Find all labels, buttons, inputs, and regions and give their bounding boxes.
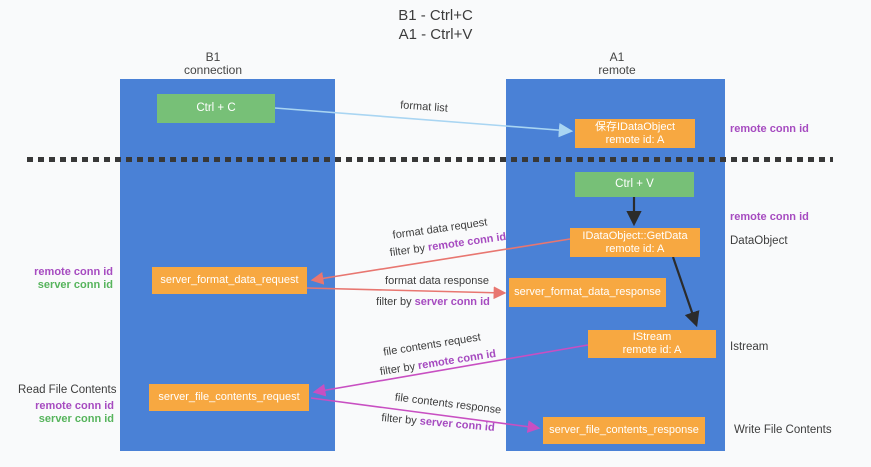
server-conn-id-text: server conn id	[419, 415, 496, 434]
label-filter-server-1: filter by server conn id	[376, 296, 490, 308]
node-ctrl-c-label: Ctrl + C	[196, 102, 236, 114]
node-istream-line1: IStream	[632, 331, 672, 343]
server-conn-id-text: server conn id	[414, 296, 490, 308]
side-label-server-conn-id-left: server conn id	[37, 279, 113, 291]
lane-b1-subtitle: connection	[183, 63, 243, 77]
node-server-file-contents-request: server_file_contents_request	[149, 384, 309, 411]
side-label-remote-conn-id-mid-right: remote conn id	[730, 211, 809, 223]
node-save-idataobject: 保存IDataObject remote id: A	[575, 119, 695, 148]
node-ctrl-v-label: Ctrl + V	[615, 178, 654, 190]
filter-by-text: filter by	[379, 360, 417, 379]
node-idataobject-getdata-line2: remote id: A	[605, 242, 665, 255]
side-label-server-conn-id-bottom-left: server conn id	[38, 413, 114, 425]
side-label-group-left: remote conn id server conn id	[18, 266, 113, 292]
side-label-istream: Istream	[730, 341, 769, 353]
node-istream: IStream remote id: A	[588, 330, 716, 358]
diagram-title: B1 - Ctrl+C A1 - Ctrl+V	[0, 6, 871, 44]
node-server-file-contents-request-label: server_file_contents_request	[158, 391, 300, 403]
node-ctrl-c: Ctrl + C	[157, 94, 275, 123]
arrow-format-data-response	[306, 286, 507, 300]
side-label-write-file-contents: Write File Contents	[734, 424, 832, 436]
node-server-format-data-request: server_format_data_request	[152, 267, 307, 294]
node-server-format-data-request-label: server_format_data_request	[160, 274, 299, 286]
side-label-group-bottom-left: Read File Contents remote conn id server…	[18, 384, 117, 426]
side-label-remote-conn-id-left: remote conn id	[34, 266, 113, 278]
node-server-file-contents-response: server_file_contents_response	[543, 417, 705, 444]
node-server-format-data-response-label: server_format_data_response	[514, 286, 661, 298]
filter-by-text: filter by	[376, 296, 412, 308]
side-label-remote-conn-id-top-right: remote conn id	[730, 123, 809, 135]
lane-header-a1: A1 remote	[567, 51, 667, 77]
node-server-format-data-response: server_format_data_response	[509, 278, 666, 307]
node-istream-line2: remote id: A	[622, 344, 682, 356]
filter-by-text: filter by	[380, 412, 418, 428]
side-label-remote-conn-id-bottom-left: remote conn id	[35, 400, 114, 412]
node-ctrl-v: Ctrl + V	[575, 172, 694, 197]
lane-a1-name: A1	[609, 50, 625, 64]
label-file-contents-response: file contents response	[394, 391, 502, 417]
dashed-divider	[27, 157, 833, 162]
filter-by-text: filter by	[389, 242, 426, 260]
side-label-dataobject: DataObject	[730, 235, 788, 247]
lane-header-b1: B1 connection	[163, 51, 263, 77]
lane-b1-name: B1	[205, 50, 221, 64]
label-filter-server-2: filter by server conn id	[381, 412, 495, 434]
node-idataobject-getdata: IDataObject::GetData remote id: A	[570, 228, 700, 257]
node-idataobject-getdata-line1: IDataObject::GetData	[582, 229, 688, 242]
side-label-read-file-contents: Read File Contents	[18, 384, 117, 396]
node-save-idataobject-line1: 保存IDataObject	[594, 120, 676, 133]
lane-a1-subtitle: remote	[598, 63, 636, 77]
node-save-idataobject-line2: remote id: A	[605, 133, 665, 146]
label-format-list: format list	[399, 99, 449, 115]
node-server-file-contents-response-label: server_file_contents_response	[549, 424, 699, 436]
title-line-1: B1 - Ctrl+C	[398, 7, 473, 24]
title-line-2: A1 - Ctrl+V	[398, 26, 473, 43]
label-format-data-response: format data response	[385, 275, 489, 287]
